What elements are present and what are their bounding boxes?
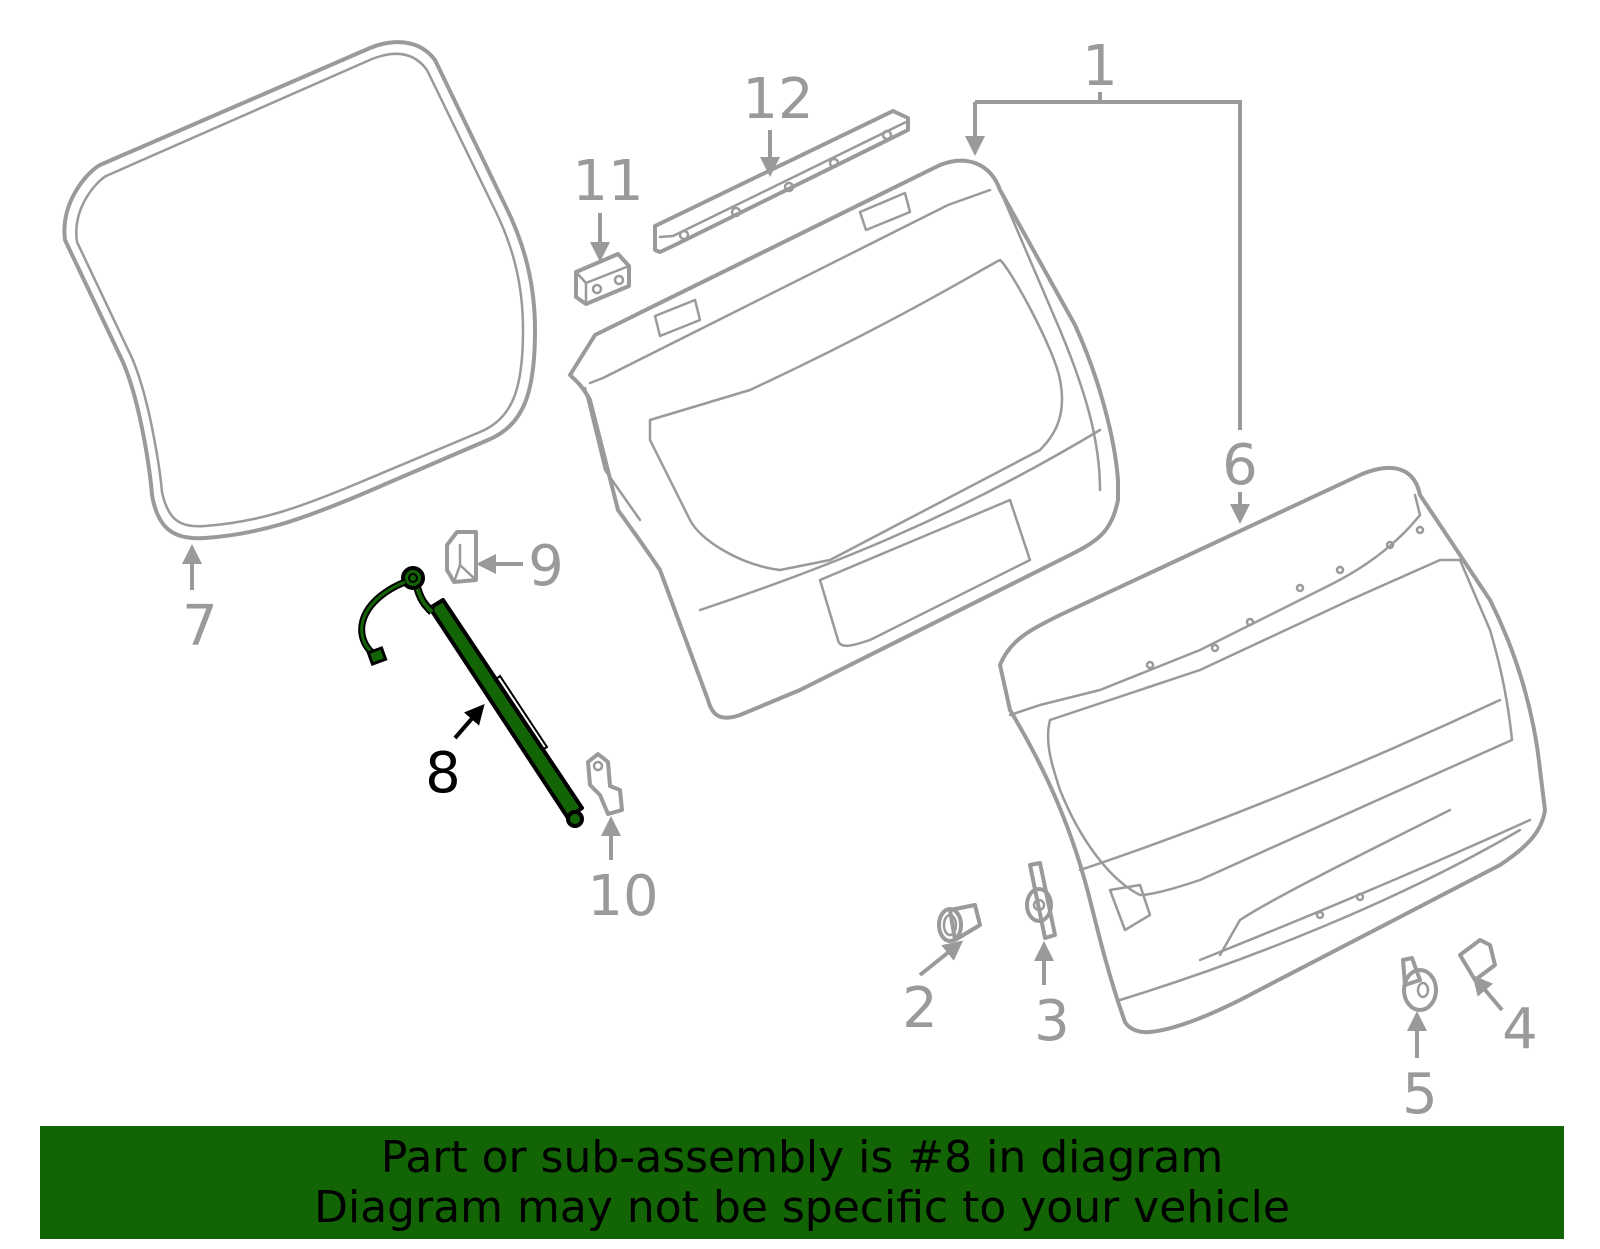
- callout-5[interactable]: 5: [1402, 1062, 1438, 1127]
- callout-3[interactable]: 3: [1034, 989, 1070, 1054]
- part-5-clip[interactable]: [1401, 956, 1438, 1012]
- banner-line-1: Part or sub-assembly is #8 in diagram: [380, 1131, 1224, 1183]
- part-2-bumper[interactable]: [937, 903, 982, 943]
- part-9-upper-bracket[interactable]: [445, 530, 478, 584]
- callout-4[interactable]: 4: [1502, 997, 1538, 1062]
- part-1-liftgate-outer[interactable]: [568, 158, 1120, 720]
- callout-12[interactable]: 12: [742, 67, 813, 132]
- callout-7[interactable]: 7: [182, 594, 218, 659]
- part-4-cover[interactable]: [1458, 938, 1497, 982]
- part-6-liftgate-inner[interactable]: [998, 465, 1547, 1035]
- callout-11[interactable]: 11: [572, 149, 643, 214]
- callout-2[interactable]: 2: [902, 976, 938, 1041]
- banner-line-2: Diagram may not be specific to your vehi…: [314, 1181, 1290, 1233]
- callout-6[interactable]: 6: [1222, 433, 1258, 498]
- callout-1[interactable]: 1: [1082, 34, 1118, 99]
- part-3-striker[interactable]: [1025, 861, 1057, 940]
- callout-8-highlighted[interactable]: 8: [425, 741, 461, 806]
- part-7-weatherstrip[interactable]: [62, 40, 537, 541]
- part-10-lower-bracket[interactable]: [586, 752, 624, 816]
- leader-lines: [182, 92, 1504, 1058]
- part-11-bracket[interactable]: [574, 252, 631, 306]
- part-12-rail[interactable]: [653, 109, 910, 254]
- part-8-power-strut[interactable]: [358, 566, 584, 828]
- part-info-banner: Part or sub-assembly is #8 in diagram Di…: [40, 1126, 1564, 1239]
- callout-9[interactable]: 9: [528, 534, 564, 599]
- callout-10[interactable]: 10: [587, 864, 658, 929]
